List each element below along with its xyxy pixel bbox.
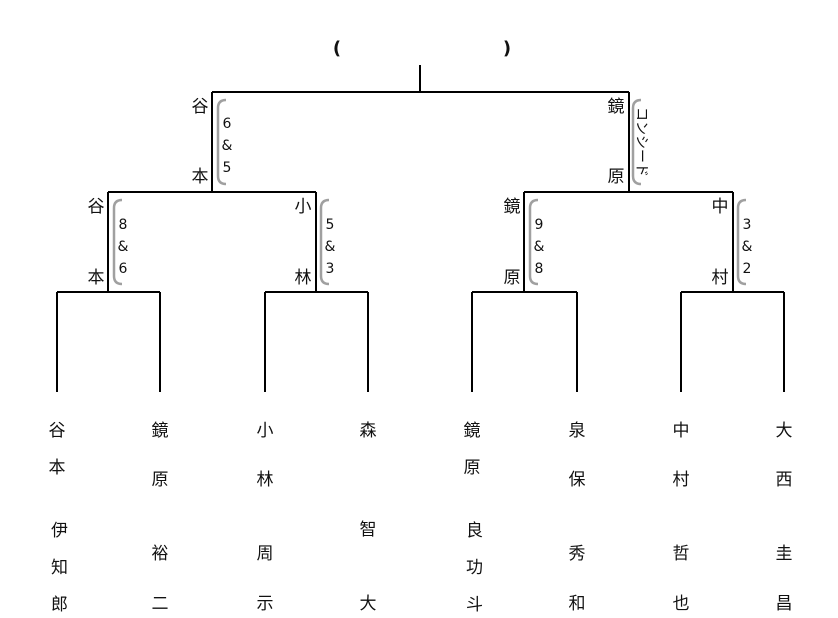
bracket-lines: [56, 65, 785, 392]
player-name-char: 村: [673, 470, 690, 490]
semi-score: 8&6: [115, 217, 131, 283]
score-paren: [216, 98, 227, 186]
player-name-char: 小: [257, 421, 274, 441]
score-paren: [112, 198, 123, 286]
bracket-labels: 谷本鏡原裕二小林周示森智大鏡原泉保秀和中村哲也大西圭昌谷本小林鏡原中村谷本鏡原コ…: [49, 97, 793, 614]
winner-name-char: 中: [712, 197, 729, 217]
winner-name-char: 原: [608, 167, 625, 187]
winner-name-char: 原: [504, 268, 521, 288]
score-concede: コンシード: [633, 107, 649, 177]
player-name-char: 秀: [569, 544, 586, 564]
winner-name-char: 鏡: [608, 97, 625, 117]
score-paren: [319, 198, 330, 286]
winner-name-char: 本: [192, 167, 209, 187]
player-name-char: 大: [360, 594, 377, 614]
player-name-char: 哲: [673, 544, 690, 564]
winner-name-char: 鏡: [504, 197, 521, 217]
semi-score: 5&3: [322, 217, 338, 283]
score-paren: [736, 198, 747, 286]
player-name-char: 二: [152, 594, 169, 614]
score-paren: [631, 98, 642, 186]
player-name-char: 原: [152, 470, 169, 490]
player-name-char: 泉: [569, 421, 586, 441]
winner-name-char: 村: [712, 268, 729, 288]
winner-name-char: 谷: [88, 197, 105, 217]
final-left-score: 6&5: [219, 116, 235, 182]
player-name-char: 西: [776, 470, 793, 490]
score-paren: [528, 198, 539, 286]
player-given-name: 良功斗: [462, 521, 482, 618]
player-name-char: 林: [257, 470, 274, 490]
semi-score: 3&2: [739, 217, 755, 283]
title-open-paren: (: [333, 38, 341, 59]
player-name-char: 本: [49, 458, 66, 478]
player-name-char: 智: [360, 520, 377, 540]
player-name-char: 昌: [776, 594, 793, 614]
player-name-char: 裕: [152, 544, 169, 564]
player-name-char: 森: [360, 421, 377, 441]
winner-name-char: 林: [295, 268, 312, 288]
player-name-char: 谷: [49, 421, 66, 441]
player-name-char: 原: [464, 458, 481, 478]
title-close-paren: ): [503, 38, 511, 59]
player-name-char: 鏡: [464, 421, 481, 441]
player-name-char: 圭: [776, 544, 793, 564]
semi-score: 9&8: [531, 217, 547, 283]
winner-name-char: 本: [88, 268, 105, 288]
player-name-char: 鏡: [152, 421, 169, 441]
player-name-char: 周: [257, 544, 274, 564]
player-name-char: 也: [673, 594, 690, 614]
player-name-char: 中: [673, 421, 690, 441]
winner-name-char: 谷: [192, 97, 209, 117]
winner-name-char: 小: [295, 197, 312, 217]
player-name-char: 和: [569, 594, 586, 614]
player-name-char: 保: [569, 470, 586, 490]
player-given-name: 伊知郎: [47, 521, 67, 618]
player-name-char: 大: [776, 421, 793, 441]
player-name-char: 示: [257, 594, 274, 614]
